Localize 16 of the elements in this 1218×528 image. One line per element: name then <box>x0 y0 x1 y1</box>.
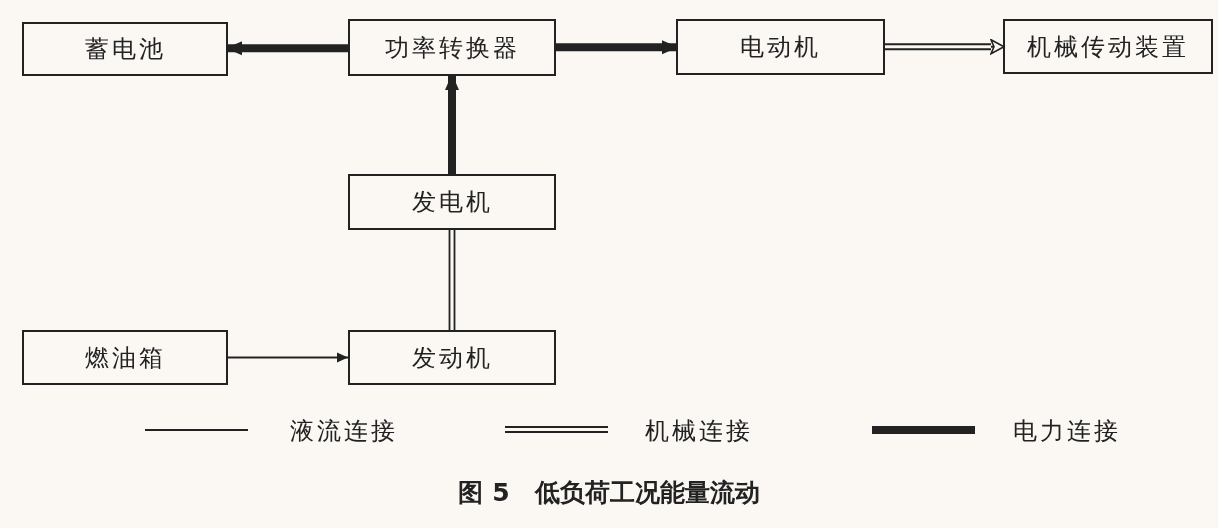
legend-label: 电力连接 <box>1013 416 1121 447</box>
legend-label: 液流连接 <box>290 416 398 447</box>
arrow <box>884 38 1005 55</box>
arrow <box>227 352 349 363</box>
caption: 图 5 低负荷工况能量流动 <box>458 478 760 507</box>
process-box: 发电机 <box>348 174 556 230</box>
process-box: 蓄电池 <box>22 22 228 76</box>
arrow <box>448 229 456 331</box>
legend-label: 机械连接 <box>645 416 753 447</box>
process-box: 功率转换器 <box>348 19 556 76</box>
process-box: 机械传动装置 <box>1003 19 1213 74</box>
process-box: 发动机 <box>348 330 556 385</box>
arrow <box>445 74 459 174</box>
process-box: 电动机 <box>676 19 885 75</box>
arrow <box>556 40 678 55</box>
process-box: 燃油箱 <box>22 330 228 385</box>
